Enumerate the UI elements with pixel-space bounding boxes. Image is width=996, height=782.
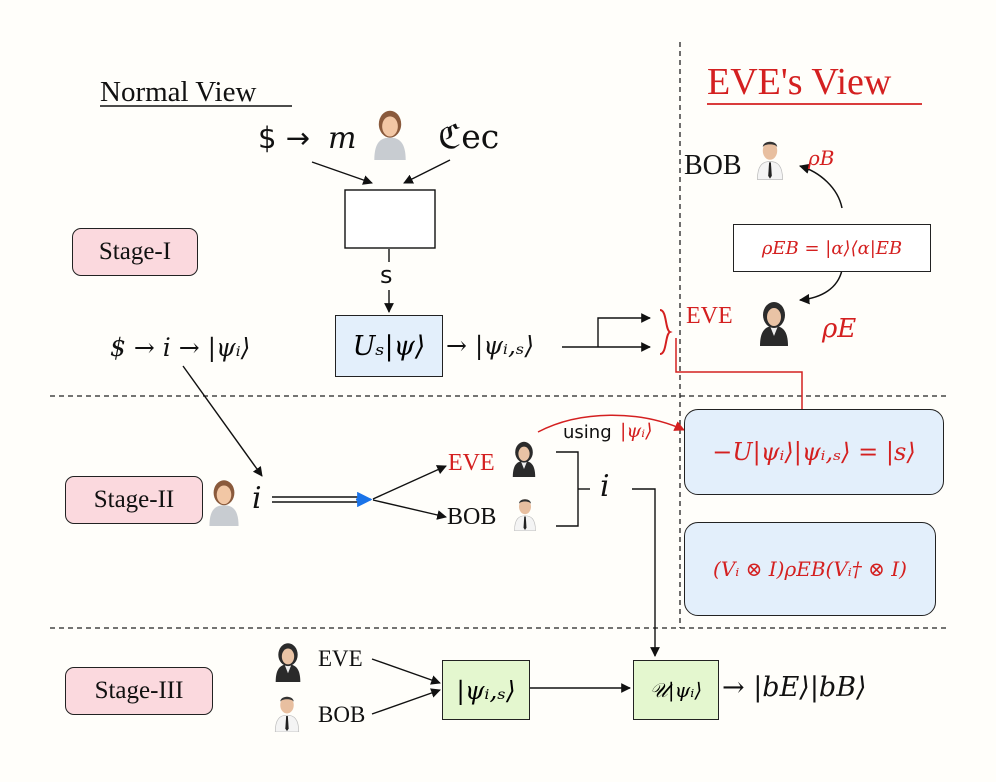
eve-label-bottom: EVE	[318, 646, 363, 671]
vi-box: (Vᵢ ⊗ I)ρEB(Vᵢ† ⊗ I)	[684, 522, 936, 616]
using-psi: |ψᵢ⟩	[620, 420, 653, 442]
bob-label-top: BOB	[684, 150, 742, 181]
unitary-label: Uₛ|ψ⟩	[352, 330, 426, 362]
eve-avatar	[760, 302, 788, 346]
stage-3-label: Stage-III	[65, 667, 213, 715]
m-prefix: $ →	[258, 121, 310, 155]
psi-is-output: → |ψᵢ,ₛ⟩	[446, 331, 535, 360]
eve-avatar	[275, 643, 301, 682]
bob-avatar	[514, 498, 536, 532]
rho-eb-box: ρEB = |α⟩⟨α|EB	[733, 224, 931, 272]
eve-label-top: EVE	[686, 303, 733, 329]
eve-label-mid: EVE	[448, 450, 495, 476]
alice-i: i	[252, 481, 262, 516]
psi-is-box: |ψᵢ,ₛ⟩	[442, 660, 530, 720]
psi-is-box-label: |ψᵢ,ₛ⟩	[456, 675, 516, 705]
u-psi-box-label: 𝒰|ψᵢ⟩	[649, 678, 703, 702]
i-bracket: i	[600, 469, 610, 504]
rho-b: ρB	[808, 146, 835, 170]
i-chain: $ → i → |ψᵢ⟩	[110, 333, 251, 362]
bob-label-bottom: BOB	[318, 702, 366, 727]
rho-e: ρE	[822, 314, 857, 344]
stage-2-label: Stage-II	[65, 476, 203, 524]
vi-label: (Vᵢ ⊗ I)ρEB(Vᵢ† ⊗ I)	[713, 557, 907, 581]
using-label: using	[563, 422, 612, 443]
unitary-box: Uₛ|ψ⟩	[335, 315, 443, 377]
eve-avatar	[512, 441, 536, 477]
eve-view-heading: EVE's View	[707, 61, 892, 103]
stage-1-label: Stage-I	[72, 228, 198, 276]
s-label: s	[380, 261, 393, 289]
encoder-box	[344, 189, 436, 249]
alice-avatar	[374, 110, 406, 160]
u-psi-box: 𝒰|ψᵢ⟩	[633, 660, 719, 720]
bob-label-mid: BOB	[447, 504, 497, 530]
rho-eb-label: ρEB = |α⟩⟨α|EB	[761, 237, 903, 259]
sec-label: ℭec	[438, 117, 500, 156]
final-output: → |bE⟩|bB⟩	[722, 672, 867, 703]
bob-avatar	[274, 696, 300, 732]
normal-view-heading: Normal View	[100, 76, 257, 108]
m-variable: m	[328, 121, 357, 156]
bob-avatar	[756, 141, 784, 180]
decode-box: −U|ψᵢ⟩|ψᵢ,ₛ⟩ = |s⟩	[684, 409, 944, 495]
alice-avatar	[209, 480, 239, 526]
decode-label: −U|ψᵢ⟩|ψᵢ,ₛ⟩ = |s⟩	[712, 438, 916, 466]
